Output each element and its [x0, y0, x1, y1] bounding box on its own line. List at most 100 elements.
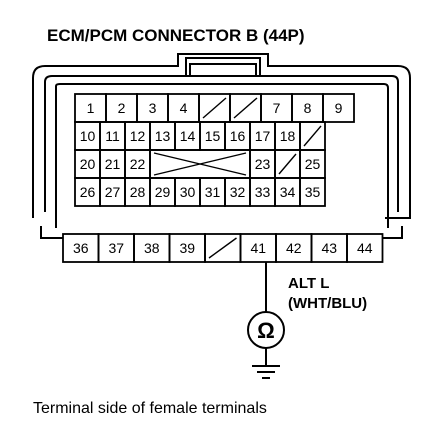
terminal-43: 43	[310, 233, 348, 263]
terminal-23: 23	[249, 149, 276, 179]
terminal-label: 16	[230, 128, 246, 144]
terminal-20: 20	[74, 149, 101, 179]
caption-text: Terminal side of female terminals	[33, 400, 267, 417]
terminal-4: 4	[167, 93, 200, 123]
terminal-27: 27	[99, 177, 126, 207]
terminal-17: 17	[249, 121, 276, 151]
terminal-32: 32	[224, 177, 251, 207]
terminal-empty	[229, 93, 262, 123]
terminal-7: 7	[260, 93, 293, 123]
terminal-label: 18	[280, 128, 296, 144]
terminal-21: 21	[99, 149, 126, 179]
terminal-label: 31	[205, 184, 221, 200]
terminal-39: 39	[168, 233, 206, 263]
terminal-label: 17	[255, 128, 271, 144]
terminal-label: 22	[130, 156, 146, 172]
terminal-label: 20	[80, 156, 96, 172]
terminal-label: 35	[305, 184, 321, 200]
terminal-35: 35	[299, 177, 326, 207]
terminal-11: 11	[99, 121, 126, 151]
terminal-label: 42	[286, 240, 302, 256]
unused-slash	[278, 153, 297, 175]
terminal-row: 20 21 22 23 25	[74, 149, 326, 179]
terminal-label: 23	[255, 156, 271, 172]
terminal-26: 26	[74, 177, 101, 207]
terminal-13: 13	[149, 121, 176, 151]
terminal-label: 8	[304, 100, 312, 116]
terminal-28: 28	[124, 177, 151, 207]
terminal-8: 8	[291, 93, 324, 123]
terminal-label: 26	[80, 184, 96, 200]
terminal-label: 14	[180, 128, 196, 144]
terminal-label: 27	[105, 184, 121, 200]
terminal-row: 26 27 28 29 30 31 32 33 34 35	[74, 177, 326, 207]
terminal-label: 15	[205, 128, 221, 144]
unused-slash	[202, 97, 227, 119]
terminal-label: 41	[250, 240, 266, 256]
terminal-label: 13	[155, 128, 171, 144]
terminal-9: 9	[322, 93, 355, 123]
terminal-label: 39	[179, 240, 195, 256]
terminal-label: 44	[357, 240, 373, 256]
terminal-22: 22	[124, 149, 151, 179]
ohm-symbol: Ω	[257, 318, 275, 343]
terminal-row: 10 11 12 13 14 15 16 17 18	[74, 121, 326, 151]
terminal-label: 30	[180, 184, 196, 200]
terminal-3: 3	[136, 93, 169, 123]
terminal-10: 10	[74, 121, 101, 151]
wire-label-color: (WHT/BLU)	[288, 295, 367, 312]
terminal-label: 9	[335, 100, 343, 116]
terminal-42: 42	[275, 233, 313, 263]
terminal-label: 4	[180, 100, 188, 116]
terminal-31: 31	[199, 177, 226, 207]
terminal-44: 44	[346, 233, 384, 263]
terminal-empty	[299, 121, 326, 151]
terminal-37: 37	[97, 233, 135, 263]
terminal-33: 33	[249, 177, 276, 207]
terminal-34: 34	[274, 177, 301, 207]
terminal-label: 28	[130, 184, 146, 200]
diagram-title: ECM/PCM CONNECTOR B (44P)	[47, 26, 305, 45]
terminal-label: 29	[155, 184, 171, 200]
connector-housing	[32, 53, 411, 239]
unused-slash	[303, 125, 322, 147]
terminal-label: 1	[87, 100, 95, 116]
terminal-label: 37	[108, 240, 124, 256]
terminal-18: 18	[274, 121, 301, 151]
terminal-label: 10	[80, 128, 96, 144]
terminal-14: 14	[174, 121, 201, 151]
terminal-row: 36 37 38 39 41 42 43 44	[62, 233, 384, 263]
terminal-label: 38	[144, 240, 160, 256]
terminal-label: 32	[230, 184, 246, 200]
terminal-29: 29	[149, 177, 176, 207]
terminal-label: 25	[305, 156, 321, 172]
terminal-label: 2	[118, 100, 126, 116]
terminal-36: 36	[62, 233, 100, 263]
terminal-38: 38	[133, 233, 171, 263]
terminal-25: 25	[299, 149, 326, 179]
terminal-label: 21	[105, 156, 121, 172]
terminal-label: 43	[321, 240, 337, 256]
ground-icon	[252, 348, 280, 379]
terminal-empty	[204, 233, 242, 263]
unused-slash	[233, 97, 258, 119]
terminal-2: 2	[105, 93, 138, 123]
terminal-empty	[198, 93, 231, 123]
terminal-label: 33	[255, 184, 271, 200]
terminal-label: 34	[280, 184, 296, 200]
terminal-12: 12	[124, 121, 151, 151]
terminal-41: 41	[239, 233, 277, 263]
terminal-30: 30	[174, 177, 201, 207]
wire-label-name: ALT L	[288, 275, 329, 292]
terminal-label: 3	[149, 100, 157, 116]
terminal-1: 1	[74, 93, 107, 123]
terminal-16: 16	[224, 121, 251, 151]
terminal-label: 11	[105, 128, 120, 144]
ohmmeter-icon: Ω	[247, 311, 285, 349]
terminal-label: 36	[73, 240, 89, 256]
terminal-label: 12	[130, 128, 146, 144]
unused-slash	[208, 237, 237, 259]
